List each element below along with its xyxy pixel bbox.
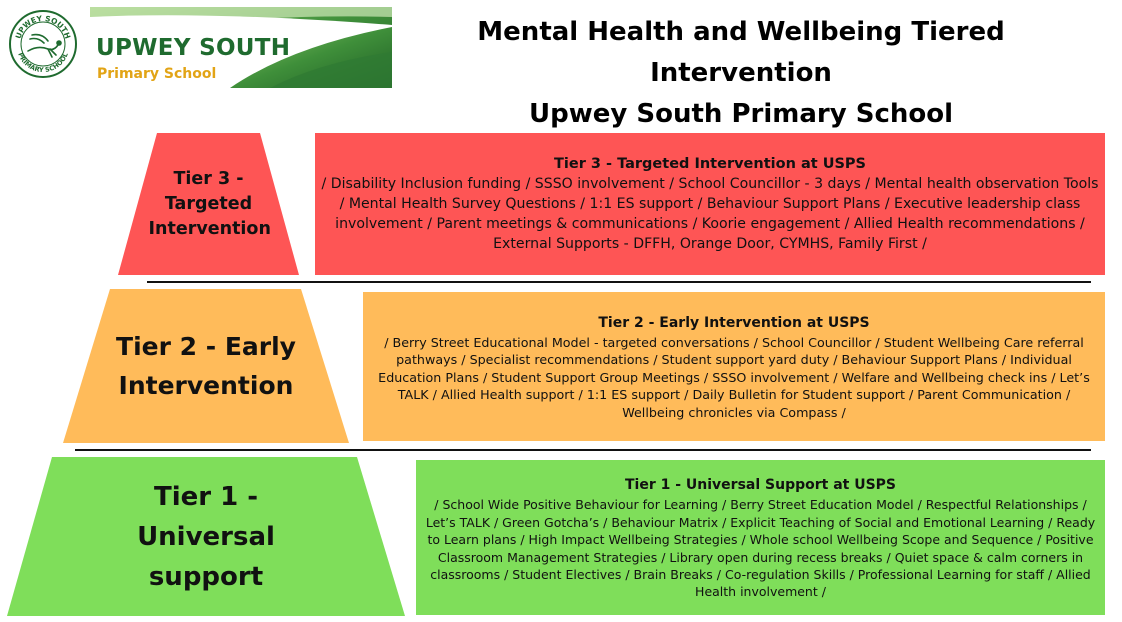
tier3-label: Tier 3 - Targeted Intervention (149, 167, 269, 242)
tier2-box: Tier 2 - Early Intervention at USPS / Be… (363, 292, 1105, 441)
tier2-items: / Berry Street Educational Model - targe… (365, 334, 1103, 422)
school-seal-logo: UPWEY SOUTH PRIMARY SCHOOL (8, 9, 78, 79)
tier2-label: Tier 2 - Early Intervention (106, 327, 306, 405)
tier1-label: Tier 1 - Universal support (86, 477, 326, 597)
title-line-1: Mental Health and Wellbeing Tiered Inter… (396, 12, 1086, 94)
tier3-title: Tier 3 - Targeted Intervention at USPS (317, 154, 1103, 174)
tier-divider-upper (147, 281, 1091, 283)
title-line-2: Upwey South Primary School (396, 94, 1086, 135)
school-subtitle: Primary School (97, 66, 216, 82)
tier3-items: / Disability Inclusion funding / SSSO in… (317, 174, 1103, 254)
tier2-title: Tier 2 - Early Intervention at USPS (365, 312, 1103, 334)
tier2-trapezoid: Tier 2 - Early Intervention (63, 289, 349, 443)
tier-divider-lower (75, 449, 1091, 451)
tier3-box: Tier 3 - Targeted Intervention at USPS /… (315, 133, 1105, 275)
tier1-title: Tier 1 - Universal Support at USPS (418, 474, 1103, 496)
tier1-items: / School Wide Positive Behaviour for Lea… (418, 496, 1103, 600)
page-title: Mental Health and Wellbeing Tiered Inter… (396, 12, 1086, 135)
tier3-trapezoid: Tier 3 - Targeted Intervention (118, 133, 299, 275)
tier1-trapezoid: Tier 1 - Universal support (7, 457, 405, 616)
school-name: UPWEY SOUTH (96, 35, 290, 61)
tier1-box: Tier 1 - Universal Support at USPS / Sch… (416, 460, 1105, 615)
